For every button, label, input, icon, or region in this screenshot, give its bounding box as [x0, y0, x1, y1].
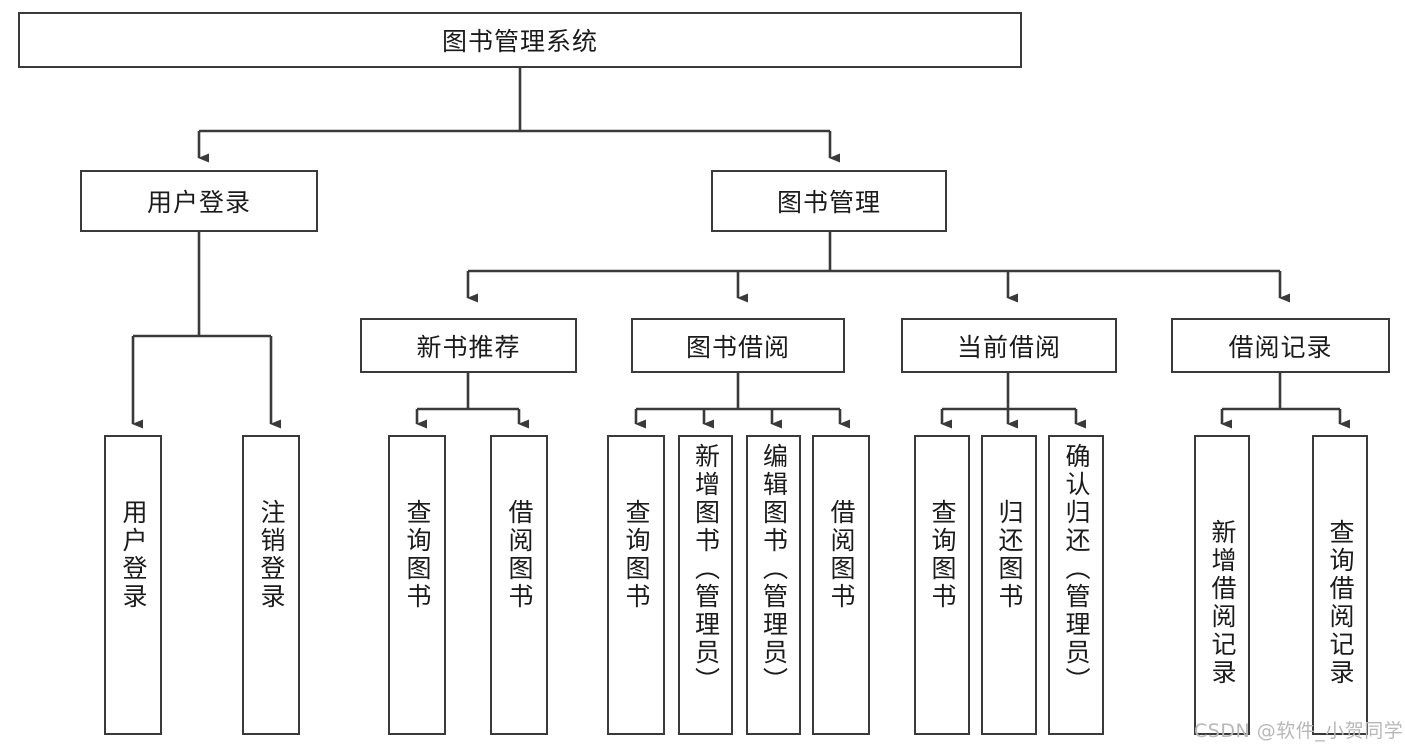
leaf-new-book-borrow[interactable]: 借阅图书 [490, 435, 548, 735]
node-book-borrow[interactable]: 图书借阅 [631, 318, 845, 373]
node-book-borrow-label: 图书借阅 [685, 332, 790, 362]
leaf-record-query-record-label: 查询借阅记录 [1326, 519, 1355, 687]
leaf-current-query-book[interactable]: 查询图书 [914, 435, 970, 735]
leaf-current-return-book-label: 归还图书 [995, 499, 1024, 611]
leaf-record-add-record[interactable]: 新增借阅记录 [1194, 435, 1250, 735]
leaf-borrow-edit-book-admin[interactable]: 编辑图书（管理员） [746, 435, 801, 735]
node-borrow-record-label: 借阅记录 [1228, 332, 1333, 362]
leaf-current-return-book[interactable]: 归还图书 [981, 435, 1037, 735]
leaf-borrow-borrow-book[interactable]: 借阅图书 [812, 435, 870, 735]
leaf-current-confirm-return-admin-label: 确认归还（管理员） [1062, 443, 1091, 695]
leaf-new-book-query-label: 查询图书 [403, 499, 432, 611]
leaf-borrow-add-book-admin-label: 新增图书（管理员） [691, 443, 721, 695]
node-user-login[interactable]: 用户登录 [80, 170, 318, 232]
leaf-user-login-logout[interactable]: 注销登录 [242, 435, 300, 735]
node-new-book-recommend[interactable]: 新书推荐 [360, 318, 577, 373]
node-book-management-label: 图书管理 [776, 188, 881, 217]
leaf-user-login-login-label: 用户登录 [119, 499, 148, 611]
node-current-borrow-label: 当前借阅 [956, 332, 1061, 362]
node-root[interactable]: 图书管理系统 [18, 12, 1022, 68]
leaf-borrow-add-book-admin[interactable]: 新增图书（管理员） [678, 435, 733, 735]
leaf-new-book-borrow-label: 借阅图书 [505, 499, 534, 611]
leaf-current-confirm-return-admin[interactable]: 确认归还（管理员） [1048, 435, 1104, 735]
node-new-book-recommend-label: 新书推荐 [416, 332, 521, 362]
node-user-login-label: 用户登录 [146, 188, 251, 217]
csdn-watermark: CSDN @软件_小贺同学 [1194, 720, 1404, 742]
leaf-current-query-book-label: 查询图书 [928, 499, 957, 611]
leaf-borrow-query-book-label: 查询图书 [622, 499, 651, 611]
leaf-record-add-record-label: 新增借阅记录 [1208, 519, 1237, 687]
node-current-borrow[interactable]: 当前借阅 [901, 318, 1117, 373]
node-root-label: 图书管理系统 [441, 27, 598, 56]
leaf-borrow-edit-book-admin-label: 编辑图书（管理员） [759, 443, 789, 695]
leaf-user-login-login[interactable]: 用户登录 [104, 435, 162, 735]
leaf-new-book-query[interactable]: 查询图书 [388, 435, 446, 735]
node-borrow-record[interactable]: 借阅记录 [1171, 318, 1390, 373]
leaf-borrow-borrow-book-label: 借阅图书 [827, 499, 856, 611]
node-book-management[interactable]: 图书管理 [711, 170, 947, 232]
leaf-user-login-logout-label: 注销登录 [257, 499, 286, 611]
leaf-borrow-query-book[interactable]: 查询图书 [607, 435, 665, 735]
leaf-record-query-record[interactable]: 查询借阅记录 [1312, 435, 1368, 735]
